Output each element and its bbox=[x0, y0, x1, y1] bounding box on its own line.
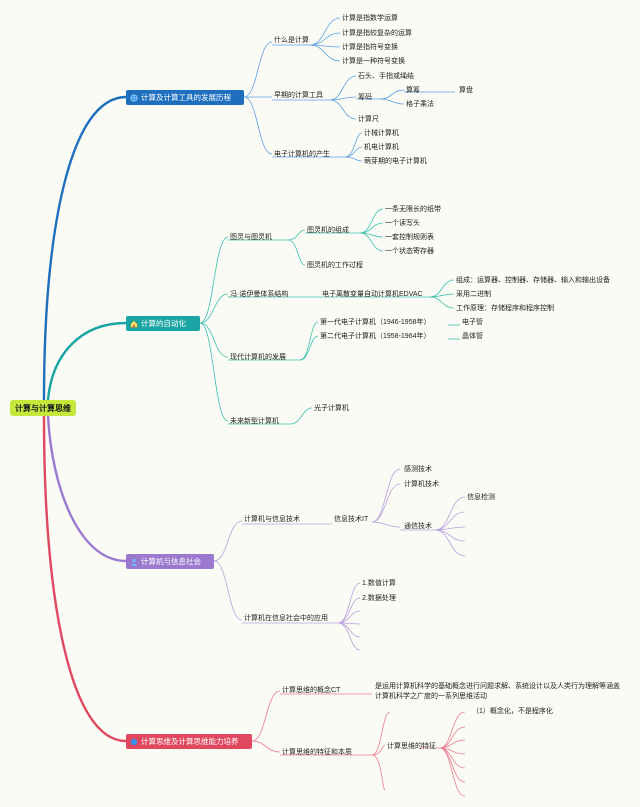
node-optical[interactable]: 光子计算机 bbox=[314, 405, 349, 412]
branch4-title: 计算思维及计算思维能力培养 bbox=[141, 737, 239, 746]
node-turing-item-4[interactable]: 一个状态寄存器 bbox=[385, 248, 434, 255]
branch1-title: 计算及计算工具的发展历程 bbox=[141, 93, 231, 102]
node-gen2[interactable]: 第二代电子计算机（1958-1964年） bbox=[320, 333, 431, 340]
node-detect[interactable]: 信息检测 bbox=[467, 494, 495, 501]
globe-icon bbox=[130, 93, 138, 102]
node-ct-concept[interactable]: 计算思维的概念CT bbox=[282, 687, 341, 694]
node-app-item-1[interactable]: 1.数值计算 bbox=[362, 580, 396, 587]
branch1-connectors bbox=[243, 17, 455, 162]
branch2-title: 计算的自动化 bbox=[141, 319, 186, 328]
node-what-item-1[interactable]: 计算是指数学运算 bbox=[342, 15, 398, 22]
circle-icon bbox=[130, 738, 138, 745]
node-von-neumann[interactable]: 冯·诺伊曼体系结构 bbox=[230, 291, 289, 298]
node-ct-concept-text-2: 计算机科学之广度的一系列思维活动 bbox=[375, 693, 487, 700]
node-edvac-item-1[interactable]: 组成：运算器、控制器、存储器、输入和输出设备 bbox=[456, 277, 610, 284]
node-early-gezi[interactable]: 格子乘法 bbox=[406, 101, 434, 108]
node-elec-item-1[interactable]: 计械计算机 bbox=[364, 130, 399, 137]
node-turing[interactable]: 图灵与图灵机 bbox=[230, 234, 272, 241]
node-elec-item-2[interactable]: 机电计算机 bbox=[364, 144, 399, 151]
node-it[interactable]: 信息技术IT bbox=[334, 516, 369, 523]
node-electronic[interactable]: 电子计算机的产生 bbox=[274, 151, 330, 158]
node-future[interactable]: 未来新型计算机 bbox=[230, 418, 279, 425]
house-icon bbox=[130, 320, 138, 327]
branch3-connectors bbox=[213, 468, 466, 651]
node-early-stone[interactable]: 石头、手指或绳结 bbox=[358, 73, 414, 80]
node-edvac-item-2[interactable]: 采用二进制 bbox=[456, 291, 491, 298]
node-elec-item-3[interactable]: 萌芽期的电子计算机 bbox=[364, 158, 427, 165]
branch1-node[interactable]: 计算及计算工具的发展历程 bbox=[126, 90, 244, 105]
node-apps[interactable]: 计算机在信息社会中的应用 bbox=[244, 615, 328, 622]
branch2-node[interactable]: 计算的自动化 bbox=[126, 316, 200, 331]
branch3-node[interactable]: 计算机与信息社会 bbox=[126, 554, 214, 569]
node-turing-comp[interactable]: 图灵机的组成 bbox=[307, 227, 349, 234]
node-turing-proc[interactable]: 图灵机的工作过程 bbox=[307, 262, 363, 269]
node-turing-item-2[interactable]: 一个读写头 bbox=[385, 220, 420, 227]
connector-root-branch1 bbox=[42, 95, 127, 401]
root-node[interactable]: 计算与计算思维 bbox=[10, 400, 76, 416]
node-ct-features-sub[interactable]: 计算思维的特征 bbox=[387, 743, 436, 750]
node-gen1[interactable]: 第一代电子计算机（1946-1958年） bbox=[320, 319, 431, 326]
node-ct-features[interactable]: 计算思维的特征和本质 bbox=[282, 749, 352, 756]
node-ct-concept-text-1: 是运用计算机科学的基础概念进行问题求解、系统设计以及人类行为理解等涵盖 bbox=[375, 683, 620, 690]
node-early-suanchou[interactable]: 算筹 bbox=[406, 87, 420, 94]
node-turing-item-1[interactable]: 一条无限长的纸带 bbox=[385, 206, 441, 213]
node-gen2-tech[interactable]: 晶体管 bbox=[462, 333, 483, 340]
node-what-item-3[interactable]: 计算是指符号变换 bbox=[342, 44, 398, 51]
node-edvac[interactable]: 电子离散变量自动计算机EDVAC bbox=[322, 291, 423, 298]
node-what-item-4[interactable]: 计算是一种符号变换 bbox=[342, 58, 405, 65]
node-gen1-tech[interactable]: 电子管 bbox=[462, 319, 483, 326]
connector-root-branch2 bbox=[46, 321, 127, 401]
node-early-suanpan[interactable]: 算盘 bbox=[459, 87, 473, 94]
node-turing-item-3[interactable]: 一套控制规则表 bbox=[385, 234, 434, 241]
branch3-title: 计算机与信息社会 bbox=[141, 557, 201, 566]
branch4-connectors bbox=[251, 690, 466, 797]
node-what-is-computing[interactable]: 什么是计算 bbox=[274, 37, 309, 44]
node-modern[interactable]: 现代计算机的发展 bbox=[230, 354, 286, 361]
node-early-chou[interactable]: 筹码 bbox=[358, 94, 372, 101]
connector-root-branch3 bbox=[46, 415, 127, 563]
connector-root-branch4 bbox=[42, 415, 127, 743]
node-sensor[interactable]: 感测技术 bbox=[404, 466, 432, 473]
node-what-item-2[interactable]: 计算是指较复杂的运算 bbox=[342, 30, 412, 37]
branch4-node[interactable]: 计算思维及计算思维能力培养 bbox=[126, 734, 252, 749]
node-comm[interactable]: 通信技术 bbox=[404, 523, 432, 530]
branch2-connectors bbox=[199, 208, 460, 425]
node-ct-feature-item[interactable]: （1）概念化，不是程序化 bbox=[472, 708, 553, 715]
person-icon bbox=[131, 558, 137, 566]
node-app-item-2[interactable]: 2.数据处理 bbox=[362, 595, 396, 602]
node-computer-tech[interactable]: 计算机技术 bbox=[404, 481, 439, 488]
node-early-ruler[interactable]: 计算尺 bbox=[358, 116, 379, 123]
node-edvac-item-3[interactable]: 工作原理：存储程序和程序控制 bbox=[456, 305, 554, 312]
node-info-tech[interactable]: 计算机与信息技术 bbox=[244, 516, 300, 523]
node-early-tools[interactable]: 早期的计算工具 bbox=[274, 92, 323, 99]
